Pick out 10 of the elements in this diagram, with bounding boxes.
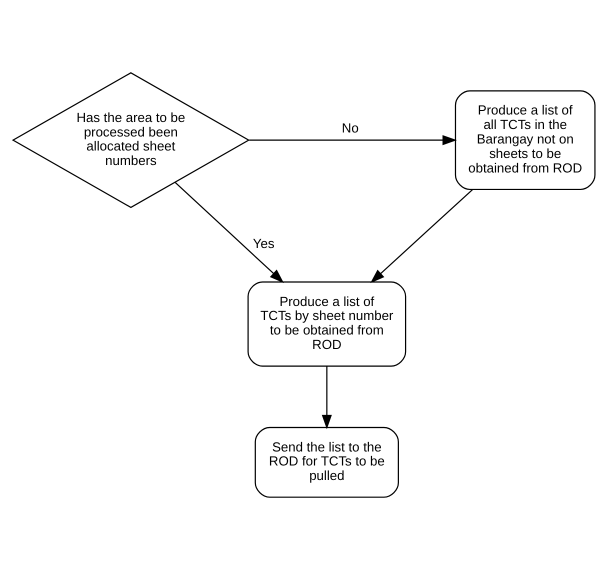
edge-label: Yes bbox=[252, 236, 274, 251]
node-diamond: Has the area to be processed been allocated sheet numbers bbox=[12, 72, 250, 208]
node-box: Send the list to the ROD for TCTs to be pulled bbox=[254, 426, 399, 498]
node-box: Produce a list of TCTs by sheet number to be obtained from ROD bbox=[248, 280, 406, 366]
arrow bbox=[370, 188, 473, 283]
arrow bbox=[249, 134, 457, 145]
edge-label: No bbox=[342, 120, 359, 136]
arrow bbox=[174, 182, 284, 283]
node-box: Produce a list of all TCTs in the Barangay not on sheets to be obtained from ROD bbox=[454, 90, 596, 190]
arrow bbox=[322, 366, 332, 429]
